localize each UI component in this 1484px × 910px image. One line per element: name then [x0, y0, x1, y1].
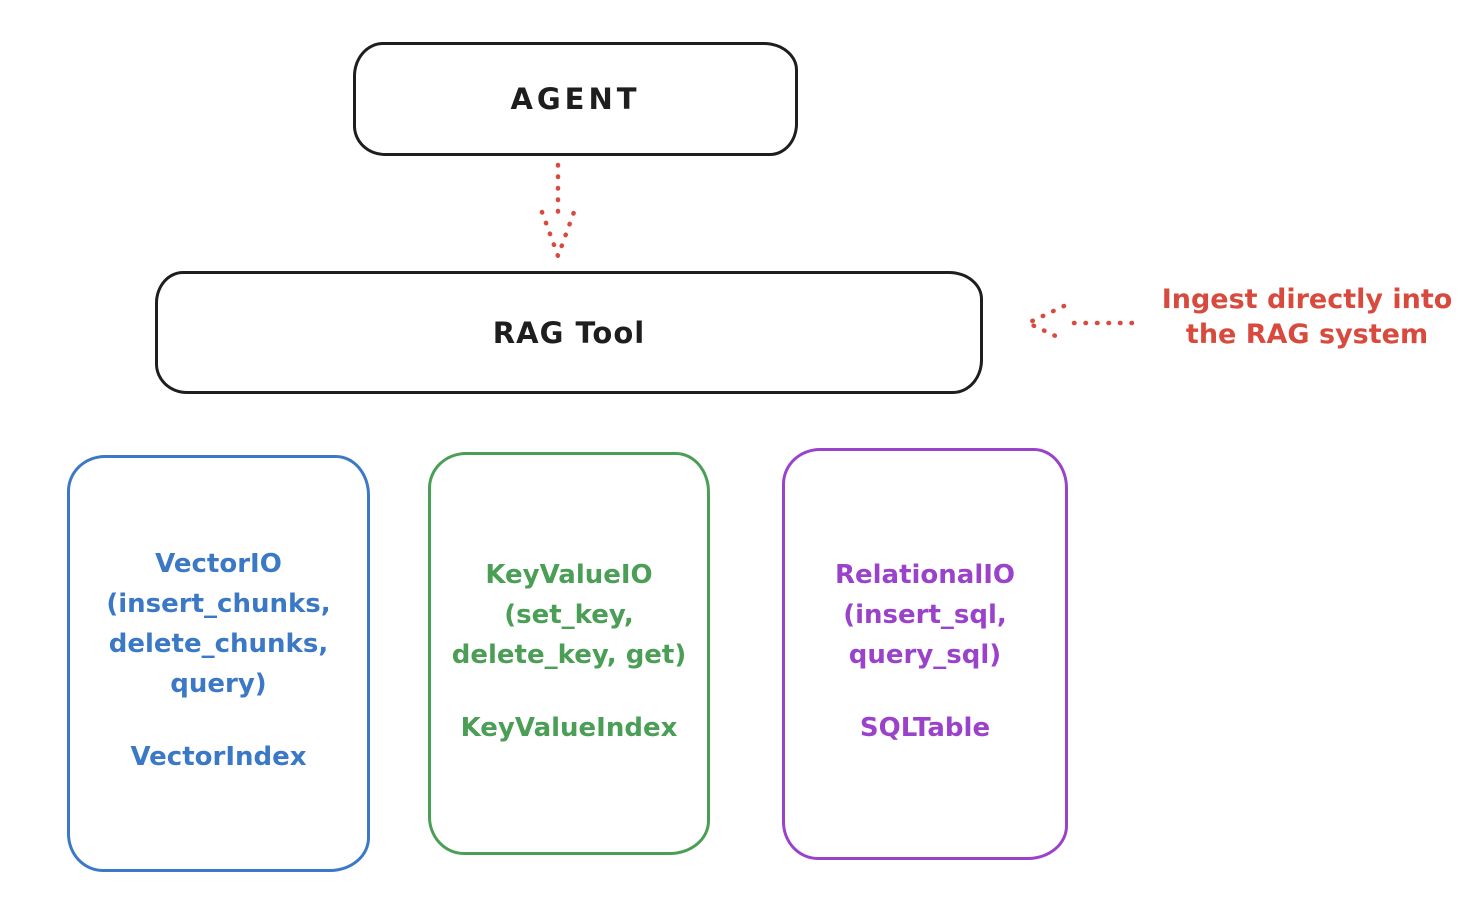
- ingest-annotation-text: Ingest directly into the RAG system: [1161, 284, 1453, 350]
- rag-tool-label: RAG Tool: [492, 315, 646, 350]
- annotation-to-ragtool-arrow-icon: [1022, 303, 1135, 343]
- relational-io-title: RelationalIO (insert_sql, query_sql): [834, 560, 1016, 670]
- agent-to-ragtool-arrow-icon: [539, 162, 577, 262]
- keyvalue-io-title: KeyValueIO (set_key, delete_key, get): [451, 560, 687, 670]
- keyvalue-io-box: KeyValueIO (set_key, delete_key, get) Ke…: [428, 452, 710, 855]
- vector-io-title: VectorIO (insert_chunks, delete_chunks, …: [106, 549, 331, 699]
- relational-io-footer: SQLTable: [859, 713, 991, 743]
- vector-io-footer: VectorIndex: [130, 742, 307, 772]
- relational-io-box: RelationalIO (insert_sql, query_sql) SQL…: [782, 448, 1068, 860]
- vector-io-box: VectorIO (insert_chunks, delete_chunks, …: [67, 455, 370, 872]
- agent-box: AGENT: [353, 42, 798, 156]
- keyvalue-io-footer: KeyValueIndex: [460, 713, 678, 743]
- agent-label: AGENT: [510, 82, 641, 116]
- rag-tool-box: RAG Tool: [155, 271, 983, 394]
